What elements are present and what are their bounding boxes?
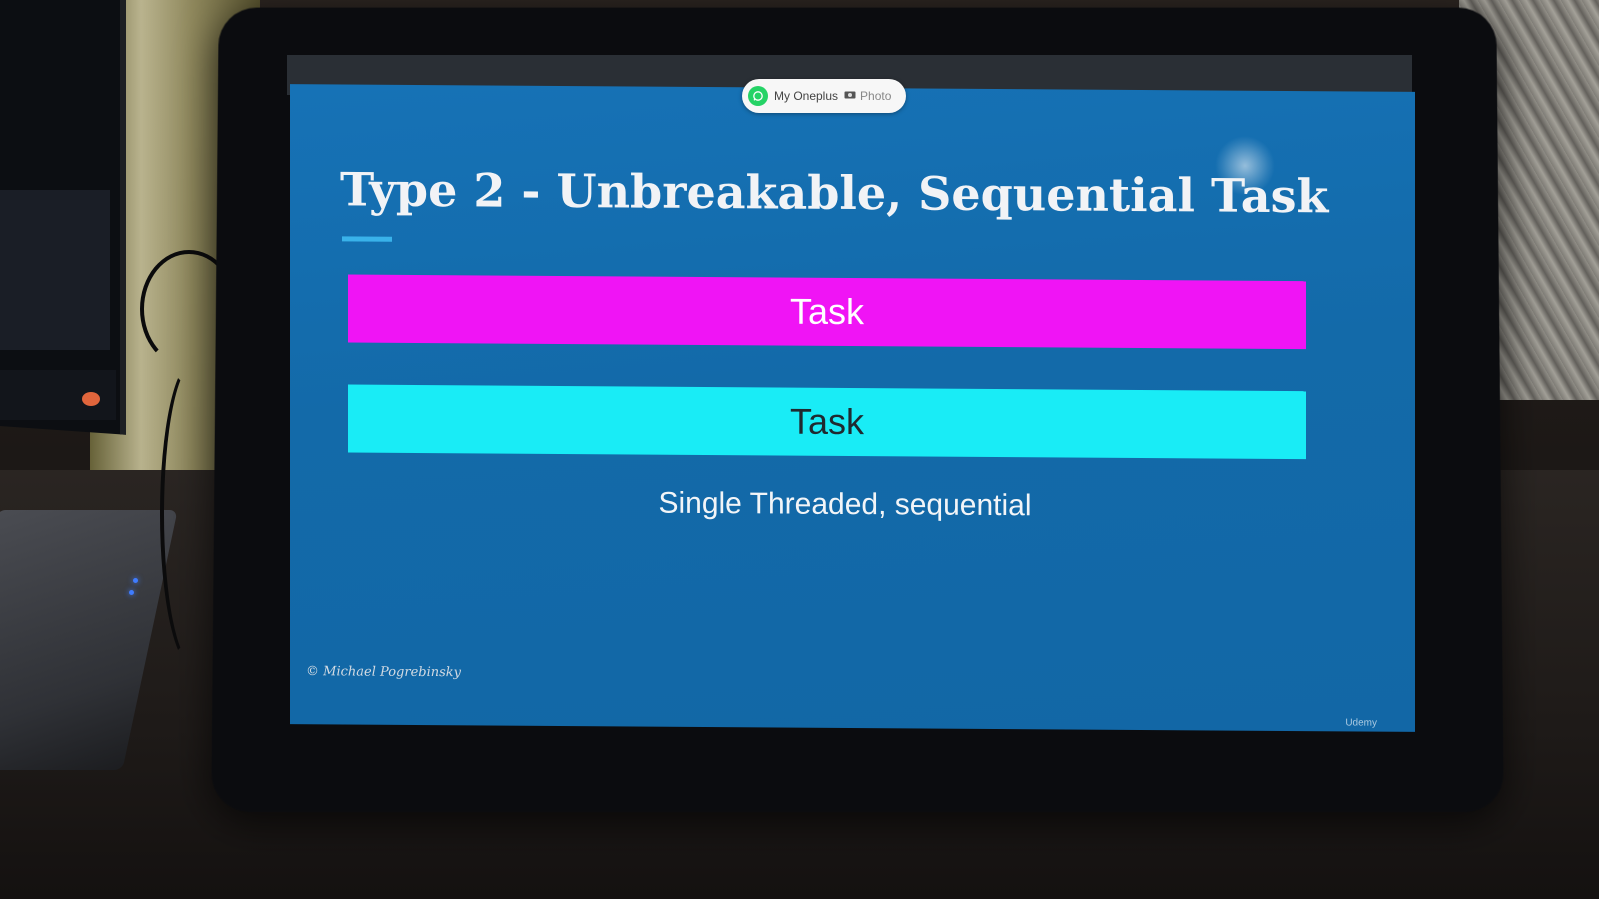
task-bar-second: Task bbox=[348, 384, 1306, 460]
laptop-window bbox=[0, 190, 110, 350]
slide-title: Type 2 - Unbreakable, Sequential Task bbox=[340, 162, 1329, 224]
laptop-led bbox=[129, 590, 134, 595]
whatsapp-icon bbox=[748, 86, 768, 106]
notification-sender: My Oneplus bbox=[774, 89, 839, 103]
laptop-tray-icon bbox=[82, 392, 100, 406]
charging-cable bbox=[140, 250, 238, 368]
notification-media-label: Photo bbox=[860, 89, 892, 103]
task-label: Task bbox=[789, 290, 865, 333]
brand-watermark: Udemy bbox=[1345, 717, 1377, 729]
presentation-slide: Type 2 - Unbreakable, Sequential Task Ta… bbox=[290, 84, 1415, 732]
notification-pill[interactable]: My Oneplus Photo bbox=[742, 79, 906, 113]
camera-icon bbox=[844, 90, 856, 102]
task-label: Task bbox=[789, 400, 865, 443]
slide-caption: Single Threaded, sequential bbox=[658, 486, 1032, 523]
title-underline bbox=[342, 236, 392, 242]
copyright-notice: © Michael Pogrebinsky bbox=[306, 664, 462, 681]
charging-cable bbox=[160, 360, 228, 668]
laptop-led bbox=[133, 578, 138, 583]
task-bar-first: Task bbox=[348, 274, 1306, 350]
